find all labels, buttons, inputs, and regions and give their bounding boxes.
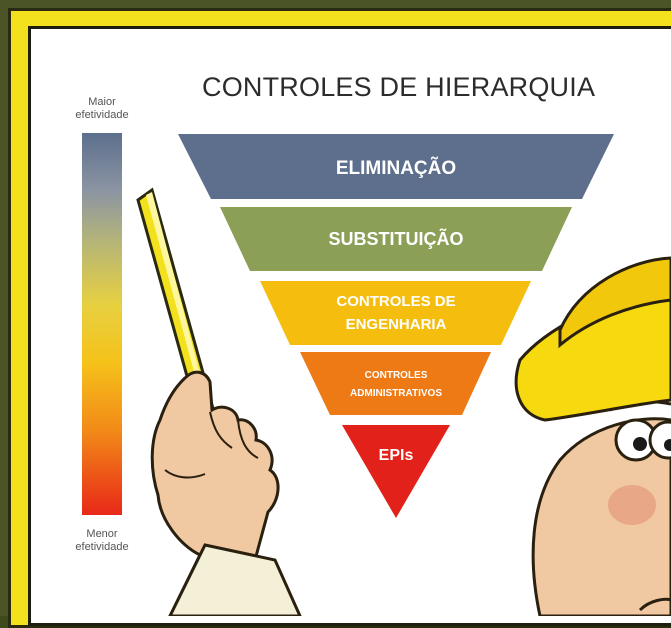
scale-bottom-label-line2: efetividade [75, 541, 129, 553]
scale-bottom-label: Menor efetividade [62, 528, 142, 554]
layer-label-substitution: SUBSTITUIÇÃO [329, 228, 464, 249]
layer-shape-administrative [300, 352, 491, 415]
layer-shape-elimination [178, 134, 614, 199]
presenter-head [514, 256, 671, 616]
layer-shape-substitution [220, 207, 572, 271]
scale-top-label-line2: efetividade [75, 109, 129, 121]
effectiveness-scale-bar [82, 133, 122, 515]
layer-label-engineering-line2: ENGENHARIA [346, 316, 447, 333]
layer-label-administrative-line1: CONTROLES [365, 370, 428, 381]
scale-top-label: Maior efetividade [62, 96, 142, 122]
cheek [608, 485, 656, 525]
scale-bottom-label-line1: Menor [86, 528, 118, 540]
layer-shape-engineering [260, 281, 531, 345]
presenter-hand [150, 370, 302, 616]
layer-label-engineering-line1: CONTROLES DE [336, 293, 455, 310]
hard-hat-dome [558, 256, 671, 349]
diagram-title: CONTROLES DE HIERARQUIA [202, 72, 596, 102]
layer-label-administrative-line2: ADMINISTRATIVOS [350, 388, 442, 399]
layer-label-elimination: ELIMINAÇÃO [336, 157, 456, 179]
layer-label-ppe: EPIs [379, 447, 414, 464]
layer-shape-ppe [342, 425, 450, 518]
scale-top-label-line1: Maior [88, 96, 116, 108]
